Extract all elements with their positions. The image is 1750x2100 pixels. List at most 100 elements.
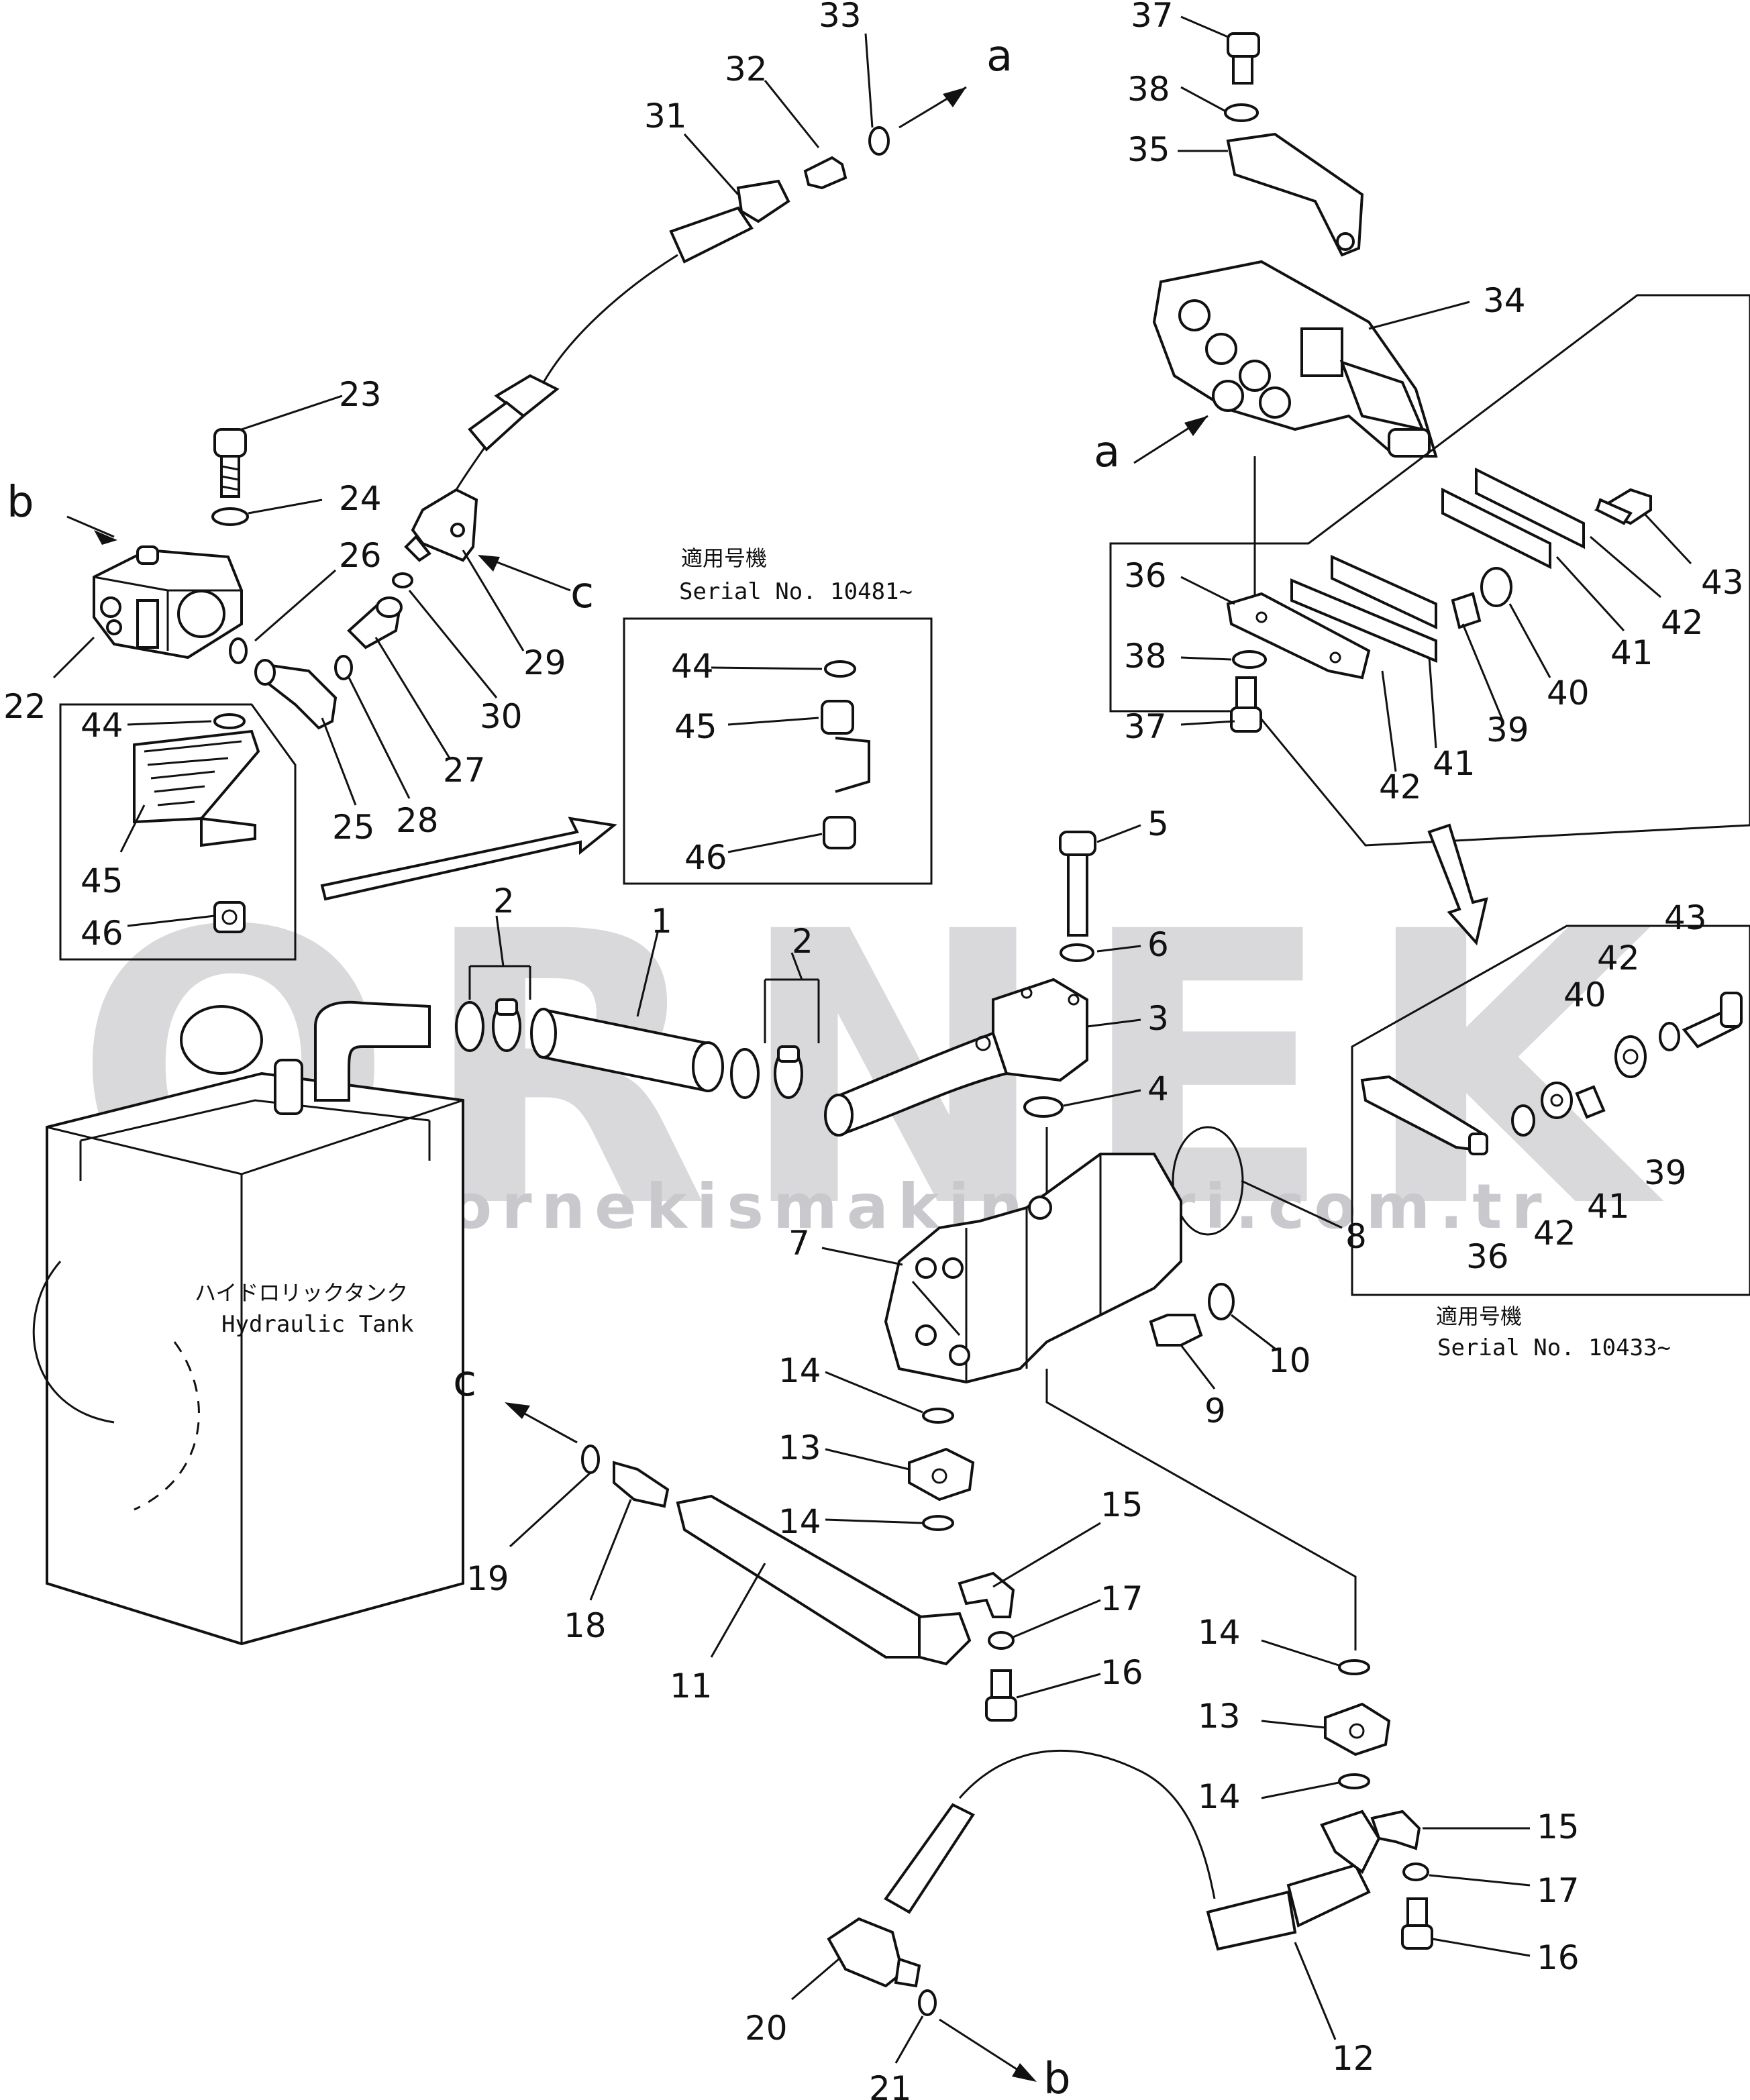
label-40-right: 40 [1563,976,1606,1014]
label-18: 18 [564,1606,607,1645]
label-20: 20 [745,2009,788,2048]
label-36-inset: 36 [1124,556,1167,595]
hose-11 [676,1494,972,1666]
direction-arrow-1 [320,817,617,901]
label-43-right: 43 [1664,898,1707,937]
label-30: 30 [480,697,523,736]
label-44-left: 44 [81,706,123,745]
label-23: 23 [339,375,382,414]
nut-46-left [213,901,246,933]
bracket-35 [1226,132,1364,257]
label-21: 21 [869,2069,912,2100]
inset-plates-box [1109,294,1750,847]
label-45-mid: 45 [674,707,717,746]
label-35: 35 [1127,130,1170,169]
hose-31 [455,179,790,490]
label-39-right: 39 [1644,1153,1687,1192]
bushing-41-right [1541,1082,1573,1119]
label-5: 5 [1147,804,1169,843]
label-14-c: 14 [1198,1613,1241,1652]
tank-jp-label: ハイドロリックタンク [195,1280,408,1306]
nut-39-right [1575,1085,1606,1119]
label-32: 32 [725,50,768,89]
label-8: 8 [1345,1217,1367,1256]
label-6: 6 [1147,925,1169,964]
letter-c-tank: c [453,1357,476,1406]
label-42-right-low: 42 [1533,1214,1576,1253]
tee-fitting-29 [404,488,478,562]
bushing-40-inset [1480,567,1512,607]
reference-letters: a a b c c b [7,32,1120,2100]
label-38-top: 38 [1127,70,1170,109]
label-10: 10 [1268,1341,1311,1380]
label-46-mid: 46 [684,838,727,877]
plate-42-b [1475,467,1585,549]
o-ring-4 [1023,1096,1064,1118]
washer-24 [211,507,249,526]
o-ring-14-c [1338,1659,1370,1675]
label-3: 3 [1147,999,1169,1038]
inset-10481-jp-label: 適用号機 [681,545,767,571]
label-41-inset-high: 41 [1610,633,1653,672]
label-42-inset-low: 42 [1379,768,1422,806]
split-flange-15-b [1370,1809,1421,1850]
bracket-36-right [1360,1075,1488,1155]
label-17-b: 17 [1537,1871,1580,1910]
label-43-inset: 43 [1701,563,1744,602]
inset-10433-jp-label: 適用号機 [1436,1304,1522,1329]
label-9: 9 [1204,1392,1226,1430]
leader-lines [52,15,1692,2064]
inset-10481-serial: Serial No. 10481~ [679,578,913,605]
letter-b-bottom: b [1043,2054,1071,2100]
bolt-9 [1149,1314,1203,1347]
label-25: 25 [332,808,375,847]
o-ring-28 [334,655,353,680]
label-14-b: 14 [778,1502,821,1541]
label-7: 7 [788,1224,810,1263]
plate-41-b [1441,487,1551,570]
hydraulic-tank: ハイドロリックタンク Hydraulic Tank [32,1000,464,1646]
label-11: 11 [670,1667,713,1705]
label-4: 4 [1147,1069,1169,1108]
o-ring-14-a [922,1408,954,1424]
inset-10433-serial: Serial No. 10433~ [1437,1334,1671,1361]
label-14-d: 14 [1198,1777,1241,1816]
o-ring-21 [918,1989,937,2016]
label-42-right-high: 42 [1597,939,1640,978]
hose-12 [884,1749,1381,1951]
label-1: 1 [651,902,672,941]
label-12: 12 [1332,2039,1375,2078]
label-13-a: 13 [778,1428,821,1467]
callout-labels: 23 24 26 22 44 45 46 25 28 27 30 29 31 3… [3,0,1744,2100]
inset-serial-10481-box [623,617,933,885]
label-37-inset: 37 [1124,707,1167,746]
washer-44-left [213,713,246,729]
letter-a-top: a [986,32,1013,81]
hose-clamp-2-right [730,1045,803,1099]
bracket-45-left [133,729,260,847]
nut-39-inset [1451,592,1482,629]
control-valve-34 [1152,260,1438,458]
washer-17-a [988,1631,1015,1650]
bolt-37-inset [1230,676,1262,733]
label-26: 26 [339,536,382,575]
suction-hose-1 [530,1008,724,1092]
inset-left-box [59,703,297,961]
bolt-16-b [1401,1897,1433,1950]
label-19: 19 [466,1559,509,1598]
washer-42-right-high [1659,1022,1680,1051]
flange-13-a [908,1447,975,1502]
plate-42-a [1290,578,1437,664]
elbow-fitting-25 [254,659,338,730]
label-45-left: 45 [81,861,123,900]
adapter-18 [613,1461,670,1508]
valve-block-22 [93,545,243,660]
label-16-a: 16 [1100,1653,1143,1692]
label-14-a: 14 [778,1351,821,1390]
label-40-inset: 40 [1547,674,1590,713]
label-46-left: 46 [81,914,123,953]
letter-c-top: c [570,568,594,618]
o-ring-30 [392,572,413,588]
label-37-top: 37 [1131,0,1174,35]
